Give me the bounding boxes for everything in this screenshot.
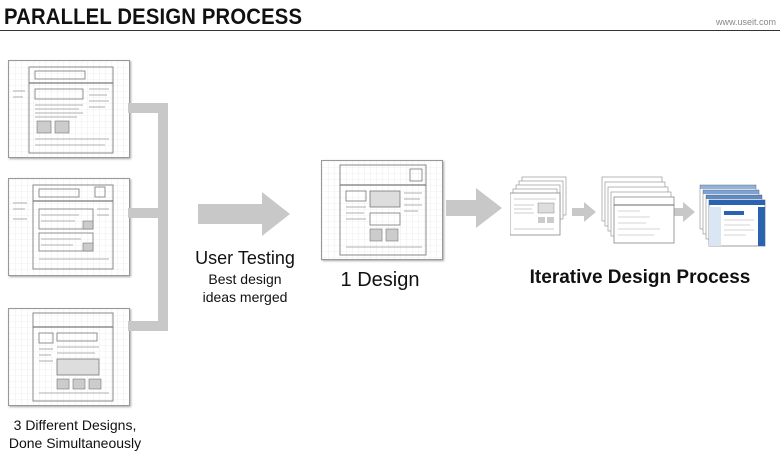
label-three-designs-line1: 3 Different Designs, [13, 417, 137, 433]
label-iterative-process: Iterative Design Process [529, 267, 751, 288]
title-rule [0, 30, 780, 31]
label-user-testing: User Testing [195, 248, 295, 268]
arrow-to-iterative [446, 188, 502, 228]
arrow-to-one-design [198, 192, 290, 236]
iterative-stacks [510, 176, 766, 247]
sketch-design-2 [8, 178, 130, 276]
label-ideas-merged-line2: ideas merged [202, 289, 288, 306]
sketch-merged-design [321, 160, 443, 260]
arrow-iteration-2 [673, 202, 695, 222]
label-ideas-merged-line1: Best design [208, 271, 282, 287]
iteration-stack-wireframe [601, 176, 675, 244]
merge-bracket-bottom [128, 321, 168, 331]
iteration-stack-sketch [510, 176, 567, 236]
site-url: www.useit.com [715, 17, 776, 27]
label-one-design: 1 Design [340, 269, 420, 291]
label-three-designs-line2: Done Simultaneously [8, 434, 142, 451]
merge-bracket-spine [158, 103, 168, 331]
merge-bracket-top [128, 103, 168, 113]
iteration-stack-final [699, 184, 766, 247]
label-three-designs: 3 Different Designs, Done Simultaneously [0, 417, 150, 452]
arrow-iteration-1 [572, 202, 596, 222]
page-title: PARALLEL DESIGN PROCESS [4, 4, 303, 29]
sketch-design-3 [8, 308, 130, 406]
merge-bracket-middle [128, 208, 168, 218]
label-ideas-merged: Best design ideas merged [180, 270, 310, 306]
sketch-design-1 [8, 60, 130, 158]
